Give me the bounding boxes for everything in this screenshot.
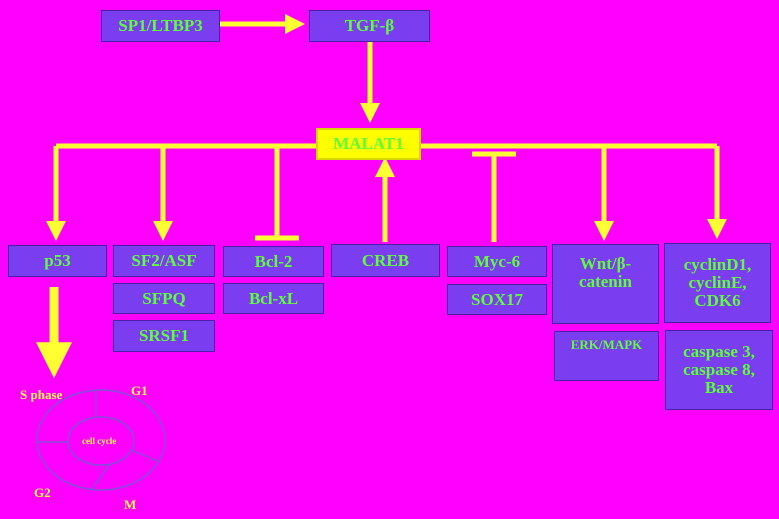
node-p53: p53 <box>8 245 107 277</box>
cell-cycle-divider-bottom <box>91 463 111 490</box>
node-tgf-beta: TGF-β <box>309 10 430 42</box>
cell-cycle-outer-ring <box>36 389 166 491</box>
cell-cycle-label-g2: G2 <box>34 485 51 500</box>
node-myc6: Myc-6 <box>447 246 547 277</box>
node-caspase: caspase 3, caspase 8, Bax <box>665 330 773 410</box>
node-sfpq: SFPQ <box>113 283 215 314</box>
node-erk-mapk: ERK/MAPK <box>554 331 659 381</box>
node-bcl2: Bcl-2 <box>223 246 324 277</box>
node-sf2-asf: SF2/ASF <box>113 245 215 277</box>
node-wnt-beta-catenin: Wnt/β- catenin <box>552 244 659 324</box>
node-malat1: MALAT1 <box>316 128 421 160</box>
cell-cycle-inner-ring <box>67 416 135 466</box>
node-bcl-xl: Bcl-xL <box>223 283 324 314</box>
cell-cycle-label-g1: G1 <box>131 383 148 398</box>
cell-cycle-center-label: cell cycle <box>82 436 117 446</box>
node-cyclin: cyclinD1, cyclinE, CDK6 <box>664 243 771 323</box>
cell-cycle-divider-right <box>130 449 161 463</box>
node-sox17: SOX17 <box>447 284 547 315</box>
node-sp1-ltbp3: SP1/LTBP3 <box>101 10 220 42</box>
node-srsf1: SRSF1 <box>113 320 215 352</box>
cell-cycle-label-s-phase: S phase <box>20 387 63 402</box>
cell-cycle-label-m: M <box>124 497 137 512</box>
node-creb: CREB <box>331 244 440 277</box>
